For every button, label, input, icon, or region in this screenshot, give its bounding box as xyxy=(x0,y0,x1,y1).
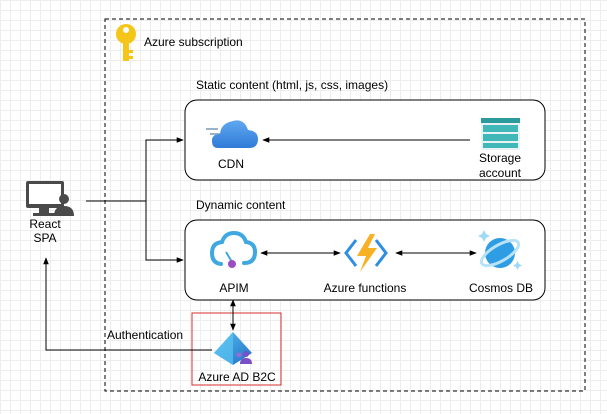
cdn-cloud-icon xyxy=(206,120,258,148)
storage-account-icon xyxy=(481,118,520,150)
authentication-edge-label: Authentication xyxy=(107,328,183,342)
storage-label-line1: Storage xyxy=(479,151,521,165)
key-icon xyxy=(116,24,136,61)
functions-label: Azure functions xyxy=(324,281,407,295)
auth-arrow xyxy=(43,257,212,351)
static-content-group: Static content (html, js, css, images) C… xyxy=(184,78,546,181)
azure-subscription-group: Azure subscription xyxy=(104,18,586,392)
spa-to-apim-arrow xyxy=(145,201,184,263)
storage-label-line2: account xyxy=(479,166,522,180)
apim-icon xyxy=(209,230,258,268)
apim-label: APIM xyxy=(219,281,248,295)
subscription-label: Azure subscription xyxy=(144,35,243,49)
azure-ad-b2c-node[interactable]: Azure AD B2C xyxy=(191,312,282,386)
azure-functions-icon xyxy=(344,234,388,272)
b2c-highlight-box xyxy=(191,312,282,386)
functions-node[interactable]: Azure functions xyxy=(324,234,407,295)
react-spa-label-line1: React xyxy=(29,217,61,231)
cosmos-label: Cosmos DB xyxy=(469,281,533,295)
cdn-node[interactable]: CDN xyxy=(206,120,258,171)
b2c-label: Azure AD B2C xyxy=(198,370,276,384)
storage-node[interactable]: Storage account xyxy=(479,118,522,180)
dynamic-content-label: Dynamic content xyxy=(196,198,286,212)
react-spa-label-line2: SPA xyxy=(33,231,56,245)
subscription-boundary xyxy=(104,18,586,392)
static-content-label: Static content (html, js, css, images) xyxy=(196,78,388,92)
connectors xyxy=(43,137,477,351)
user-computer-icon xyxy=(26,181,74,216)
cdn-label: CDN xyxy=(218,157,244,171)
cosmos-node[interactable]: Cosmos DB xyxy=(469,230,533,295)
cosmos-db-icon xyxy=(478,230,522,270)
react-spa-node[interactable]: React SPA xyxy=(26,181,74,245)
dynamic-content-group: Dynamic content APIM Azure functions xyxy=(184,198,546,301)
azure-ad-b2c-icon xyxy=(214,332,252,365)
spa-to-cdn-arrow xyxy=(145,137,184,201)
apim-node[interactable]: APIM xyxy=(209,230,258,295)
